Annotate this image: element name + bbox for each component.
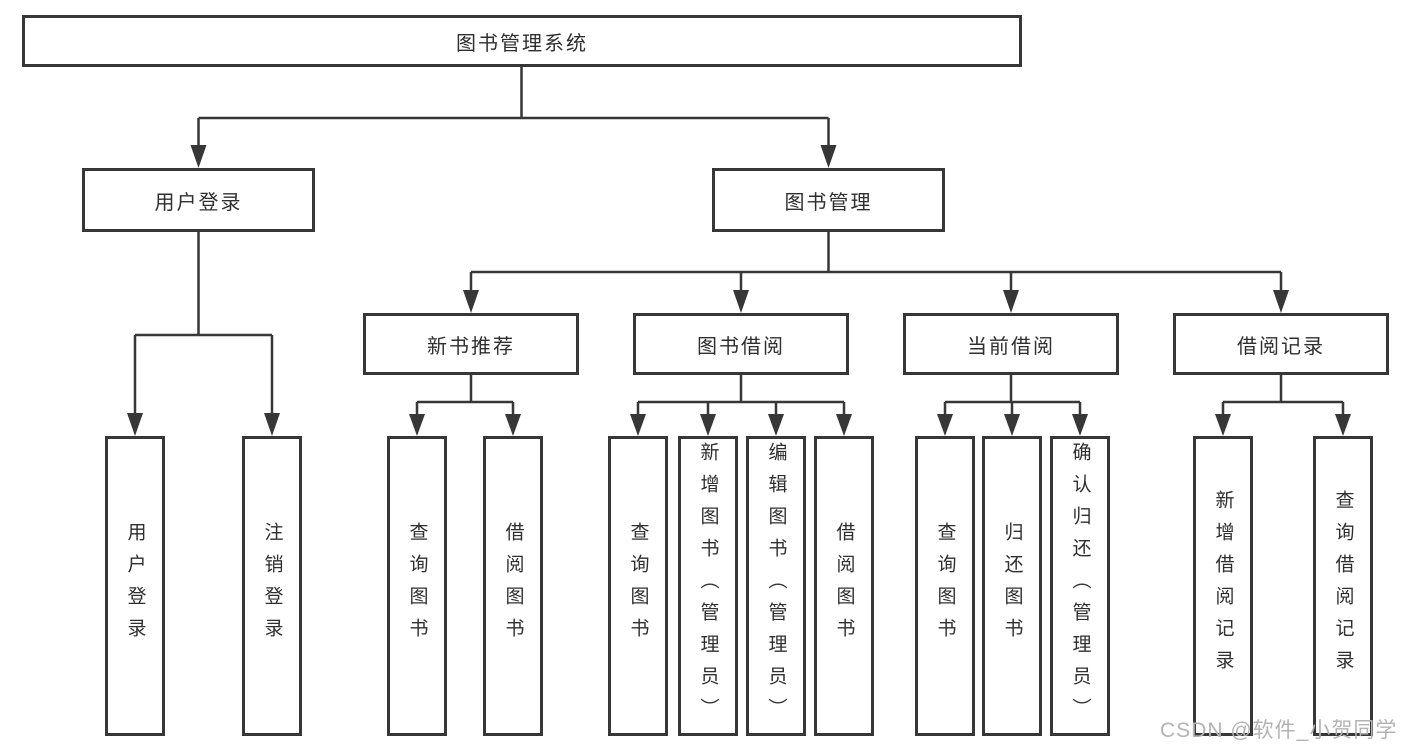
node-user-login-label: 用户登录 — [154, 191, 243, 214]
node-book-borrow: 图书借阅 — [633, 313, 849, 375]
leaf-edit-book-admin: 编辑图书（管理员） — [746, 436, 806, 736]
leaf-query-borrow-record-label: 查询借阅记录 — [1332, 490, 1354, 682]
node-book-management-label: 图书管理 — [784, 191, 873, 214]
leaf-query-books-borrow-label: 查询图书 — [627, 522, 649, 650]
leaf-add-book-admin-label: 新增图书（管理员） — [697, 442, 719, 730]
node-book-management: 图书管理 — [712, 168, 945, 232]
node-user-login: 用户登录 — [82, 168, 315, 232]
leaf-return-books-label: 归还图书 — [1001, 522, 1023, 650]
leaf-user-login-label: 用户登录 — [124, 522, 146, 650]
leaf-user-login: 用户登录 — [105, 436, 165, 736]
leaf-borrow-books-label: 借阅图书 — [833, 522, 855, 650]
node-root: 图书管理系统 — [22, 15, 1022, 67]
leaf-edit-book-admin-label: 编辑图书（管理员） — [765, 442, 787, 730]
node-current-borrow: 当前借阅 — [903, 313, 1119, 375]
leaf-add-book-admin: 新增图书（管理员） — [678, 436, 738, 736]
node-borrow-records-label: 借阅记录 — [1237, 335, 1325, 358]
node-current-borrow-label: 当前借阅 — [967, 335, 1055, 358]
node-borrow-records: 借阅记录 — [1173, 313, 1389, 375]
leaf-query-books-borrow: 查询图书 — [608, 436, 668, 736]
node-new-book-recommend: 新书推荐 — [363, 313, 579, 375]
leaf-query-borrow-record: 查询借阅记录 — [1313, 436, 1373, 736]
watermark: CSDN @软件_小贺同学 — [1160, 719, 1398, 742]
leaf-logout-label: 注销登录 — [261, 522, 283, 650]
leaf-query-books-recommend: 查询图书 — [387, 436, 447, 736]
leaf-add-borrow-record-label: 新增借阅记录 — [1212, 490, 1234, 682]
leaf-confirm-return-admin: 确认归还（管理员） — [1050, 436, 1110, 736]
leaf-query-books-recommend-label: 查询图书 — [406, 522, 428, 650]
node-book-borrow-label: 图书借阅 — [697, 335, 785, 358]
leaf-borrow-books-recommend: 借阅图书 — [483, 436, 543, 736]
leaf-query-books-current-label: 查询图书 — [934, 522, 956, 650]
leaf-return-books: 归还图书 — [982, 436, 1042, 736]
leaf-borrow-books-recommend-label: 借阅图书 — [502, 522, 524, 650]
node-new-book-recommend-label: 新书推荐 — [427, 335, 515, 358]
leaf-borrow-books: 借阅图书 — [814, 436, 874, 736]
leaf-logout: 注销登录 — [242, 436, 302, 736]
leaf-confirm-return-admin-label: 确认归还（管理员） — [1069, 442, 1091, 730]
node-root-label: 图书管理系统 — [456, 32, 588, 55]
leaf-query-books-current: 查询图书 — [915, 436, 975, 736]
leaf-add-borrow-record: 新增借阅记录 — [1193, 436, 1253, 736]
